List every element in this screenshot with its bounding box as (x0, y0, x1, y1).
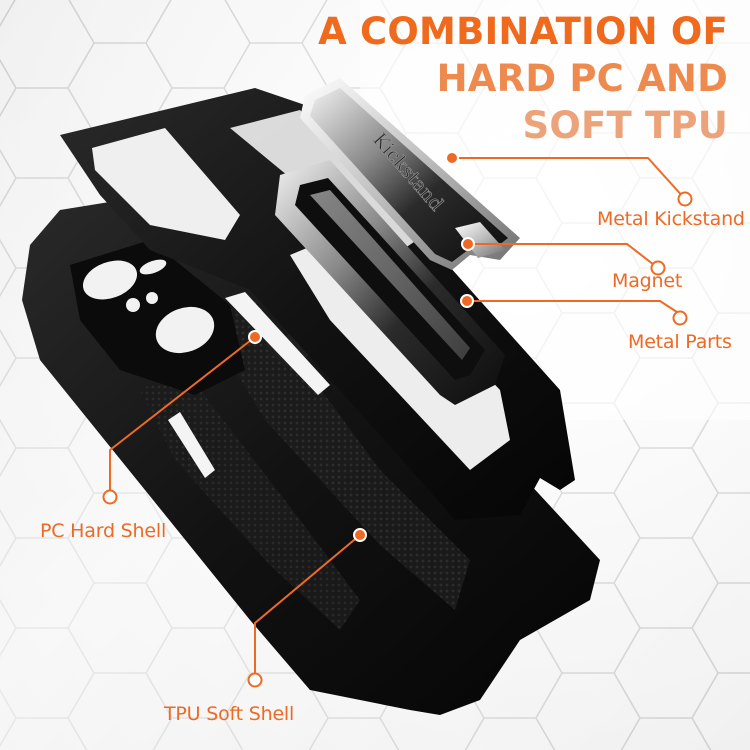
pc-shell-callout-ring (102, 489, 118, 505)
metal-parts-callout-ring (672, 310, 688, 326)
label-metal-kickstand: Metal Kickstand (597, 208, 745, 230)
tpu-shell-anchor-dot (353, 528, 367, 542)
headline: A COMBINATION OF HARD PC AND SOFT TPU (318, 8, 728, 149)
headline-line-1: A COMBINATION OF (318, 10, 728, 53)
ring-holder (275, 160, 505, 405)
label-magnet: Magnet (612, 270, 683, 292)
metal-parts-anchor-dot (460, 294, 474, 308)
kickstand-anchor-dot (445, 151, 459, 165)
headline-line-3: SOFT TPU (522, 104, 728, 147)
camera-module (70, 240, 245, 395)
pc-shell-anchor-dot (248, 330, 262, 344)
kickstand-callout-ring (677, 191, 693, 207)
magnet-anchor-dot (461, 237, 475, 251)
magnet-plate (455, 222, 505, 258)
magnet-callout-ring (650, 260, 666, 276)
tpu-shell-callout-ring (247, 672, 263, 688)
label-metal-parts: Metal Parts (628, 331, 732, 353)
label-tpu-soft-shell: TPU Soft Shell (164, 703, 295, 725)
label-pc-hard-shell: PC Hard Shell (40, 520, 167, 542)
headline-line-2: HARD PC AND (436, 57, 728, 100)
metal-kickstand: Kickstand (300, 78, 520, 270)
